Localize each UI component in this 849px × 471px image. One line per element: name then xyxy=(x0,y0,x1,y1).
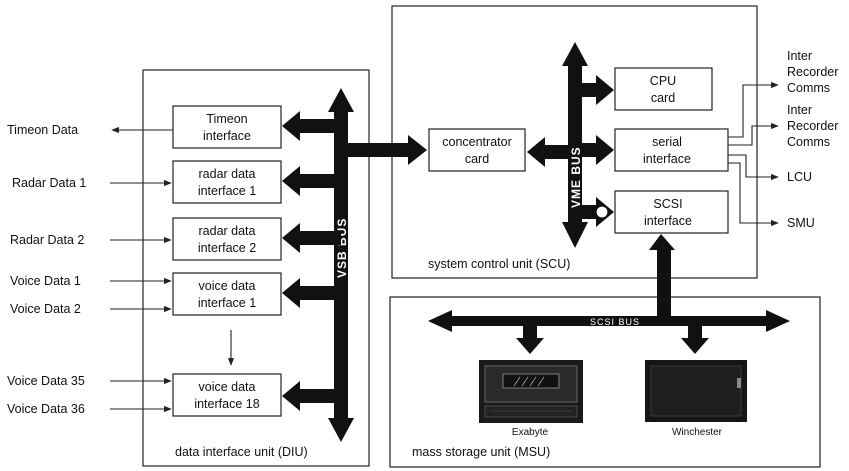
scsi-to-winchester-arrow xyxy=(681,326,709,354)
svg-text:Recorder: Recorder xyxy=(787,119,838,133)
vme-scsi-connector xyxy=(595,205,609,219)
scu-label: system control unit (SCU) xyxy=(428,257,570,271)
vsb-arrow-radar1 xyxy=(282,166,341,196)
comms1-link xyxy=(728,81,779,138)
timeon-interface: Timeon interface xyxy=(172,105,282,149)
vsb-bus-label: VSB BUS xyxy=(335,218,349,278)
msu-label: mass storage unit (MSU) xyxy=(412,445,550,459)
svg-text:voice data: voice data xyxy=(199,380,256,394)
concentrator-vme-arrow xyxy=(527,137,568,167)
radar-data-interface-2: radar data interface 2 xyxy=(172,217,282,261)
svg-text:Comms: Comms xyxy=(787,81,830,95)
svg-text:card: card xyxy=(651,91,675,105)
scu-frame xyxy=(391,5,758,279)
vme-bus-label: VME BUS xyxy=(569,146,583,208)
vsb-bus: VSB BUS xyxy=(328,88,354,442)
inter-recorder-comms-2-label: Inter Recorder Comms xyxy=(787,103,838,149)
voice-data-1-label: Voice Data 1 xyxy=(10,274,81,288)
scsi-interface: SCSI interface xyxy=(614,190,729,234)
svg-text:interface 1: interface 1 xyxy=(198,184,256,198)
svg-text:concentrator: concentrator xyxy=(442,135,511,149)
svg-text:voice data: voice data xyxy=(199,279,256,293)
smu-link xyxy=(728,162,779,227)
exabyte-label: Exabyte xyxy=(512,427,549,438)
vme-bus: VME BUS xyxy=(562,42,588,248)
vsb-to-concentrator-arrow xyxy=(341,135,427,165)
lcu-label: LCU xyxy=(787,170,812,184)
vsb-arrow-voice1 xyxy=(282,278,341,308)
inter-recorder-comms-1-label: Inter Recorder Comms xyxy=(787,49,838,95)
diu-frame xyxy=(142,69,370,467)
svg-text:interface 18: interface 18 xyxy=(194,397,259,411)
radar-data-2-label: Radar Data 2 xyxy=(10,233,84,247)
svg-text:Inter: Inter xyxy=(787,49,812,63)
svg-text:radar data: radar data xyxy=(199,224,256,238)
vsb-arrow-timeon xyxy=(282,111,341,141)
svg-text:Recorder: Recorder xyxy=(787,65,838,79)
exabyte-drive xyxy=(479,360,583,423)
voice-data-35-label: Voice Data 35 xyxy=(7,374,85,388)
svg-text:Timeon: Timeon xyxy=(206,112,247,126)
smu-label: SMU xyxy=(787,216,815,230)
vsb-arrow-radar2 xyxy=(282,223,341,253)
scsi-interface-to-bus-arrow xyxy=(649,234,675,318)
serial-interface: serial interface xyxy=(614,128,729,172)
winchester-label: Winchester xyxy=(672,427,723,438)
radar-data-1-label: Radar Data 1 xyxy=(12,176,86,190)
voice-data-interface-1: voice data interface 1 xyxy=(172,272,282,316)
msu-frame xyxy=(389,296,821,468)
svg-text:radar data: radar data xyxy=(199,167,256,181)
radar-data-interface-1: radar data interface 1 xyxy=(172,160,282,204)
voice-data-2-label: Voice Data 2 xyxy=(10,302,81,316)
concentrator-card: concentrator card xyxy=(428,128,526,172)
vme-serial-arrow xyxy=(582,135,614,165)
diu-label: data interface unit (DIU) xyxy=(175,445,308,459)
svg-text:card: card xyxy=(465,152,489,166)
svg-text:interface: interface xyxy=(203,129,251,143)
cpu-card: CPU card xyxy=(614,67,713,111)
svg-text:CPU: CPU xyxy=(650,74,676,88)
comms2-link xyxy=(728,122,779,146)
voice-data-36-label: Voice Data 36 xyxy=(7,402,85,416)
timeon-data-label: Timeon Data xyxy=(7,123,78,137)
svg-text:SCSI: SCSI xyxy=(653,197,682,211)
svg-text:serial: serial xyxy=(652,135,682,149)
winchester-drive xyxy=(645,360,747,422)
voice-data-interface-18: voice data interface 18 xyxy=(172,373,282,417)
svg-text:interface: interface xyxy=(644,214,692,228)
svg-text:interface: interface xyxy=(643,152,691,166)
svg-text:interface 1: interface 1 xyxy=(198,296,256,310)
svg-text:interface 2: interface 2 xyxy=(198,241,256,255)
svg-text:Comms: Comms xyxy=(787,135,830,149)
scsi-bus: SCSI BUS xyxy=(428,310,790,332)
vme-cpu-arrow xyxy=(582,75,614,105)
scsi-bus-label: SCSI BUS xyxy=(590,317,640,327)
lcu-link xyxy=(728,154,779,181)
scsi-to-exabyte-arrow xyxy=(516,326,544,354)
vsb-arrow-voice18 xyxy=(282,381,341,411)
svg-text:Inter: Inter xyxy=(787,103,812,117)
